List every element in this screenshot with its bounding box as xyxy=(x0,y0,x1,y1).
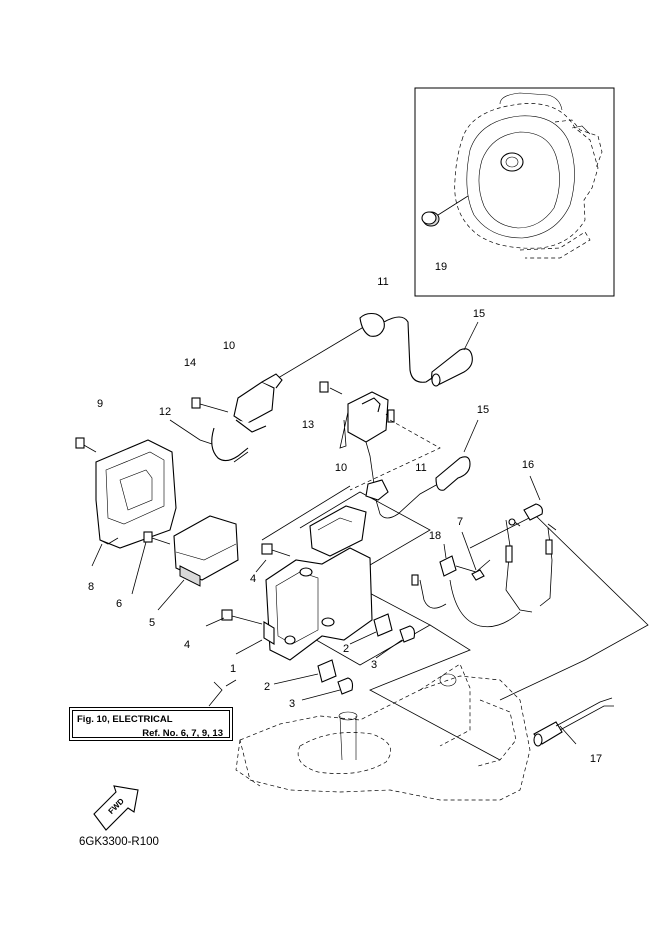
callout-9: 9 xyxy=(97,398,103,410)
callout-3-upper: 3 xyxy=(371,659,377,671)
callout-19: 19 xyxy=(435,261,447,273)
forward-arrow-icon: FWD xyxy=(93,785,139,831)
callout-5: 5 xyxy=(149,617,155,629)
cover-8 xyxy=(75,437,177,567)
grommets-2-3 xyxy=(273,613,416,701)
callout-4-upper: 4 xyxy=(250,573,256,585)
callout-numbers: 19 11 15 10 14 9 12 13 10 15 11 16 18 7 … xyxy=(88,261,602,765)
callout-11-upper: 11 xyxy=(377,276,388,288)
callout-1: 1 xyxy=(230,663,236,675)
diagram-code: 6GK3300-R100 xyxy=(79,836,159,848)
ignition-coil-upper xyxy=(169,312,479,463)
reference-leader xyxy=(208,679,237,707)
callout-2-upper: 2 xyxy=(343,643,349,655)
callout-2-lower: 2 xyxy=(264,681,270,693)
callout-15-upper: 15 xyxy=(473,308,485,320)
callout-6: 6 xyxy=(116,598,122,610)
callout-11-lower: 11 xyxy=(415,462,426,474)
callout-10-upper: 10 xyxy=(223,340,235,352)
callout-3-lower: 3 xyxy=(289,698,295,710)
ignition-coil-lower xyxy=(319,381,479,519)
callout-13: 13 xyxy=(302,419,314,431)
bracket-1 xyxy=(205,505,373,661)
callout-12: 12 xyxy=(159,406,171,418)
reference-box: Fig. 10, ELECTRICAL Ref. No. 6, 7, 9, 13 xyxy=(69,707,233,741)
callout-4-lower: 4 xyxy=(184,639,190,651)
callout-10-lower: 10 xyxy=(335,462,347,474)
callout-18: 18 xyxy=(429,530,441,542)
reference-title: Fig. 10, ELECTRICAL xyxy=(77,714,173,725)
callout-15-lower: 15 xyxy=(477,404,489,416)
callout-14: 14 xyxy=(184,357,196,369)
reference-numbers: Ref. No. 6, 7, 9, 13 xyxy=(142,728,223,739)
callout-16: 16 xyxy=(522,459,534,471)
callout-7: 7 xyxy=(457,516,463,528)
engine-block xyxy=(235,663,614,801)
unit-5 xyxy=(131,515,239,611)
reference-box-frame: Fig. 10, ELECTRICAL Ref. No. 6, 7, 9, 13 xyxy=(72,710,230,739)
callout-8: 8 xyxy=(88,581,94,593)
harness-7 xyxy=(411,475,557,628)
callout-17: 17 xyxy=(590,753,602,765)
flywheel-cover-drawing xyxy=(454,92,603,259)
cap-19 xyxy=(421,195,469,227)
inset-detail xyxy=(414,87,615,297)
